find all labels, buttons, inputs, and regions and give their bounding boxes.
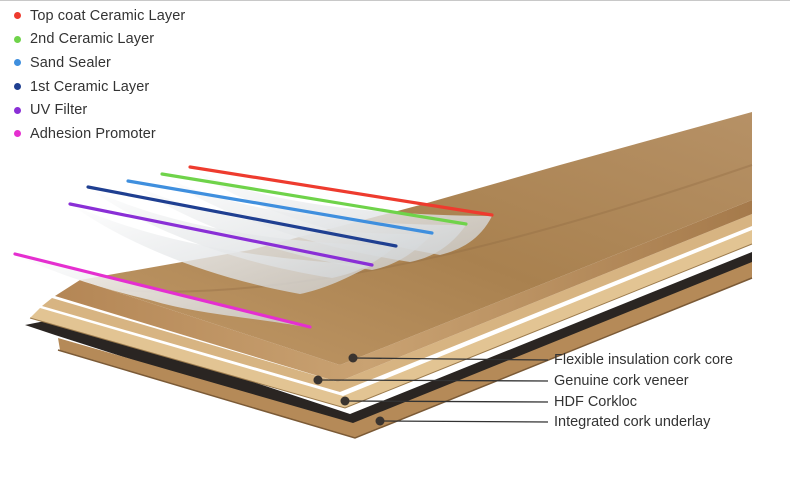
layer-hdf-edge xyxy=(29,243,753,409)
layer-legend: Top coat Ceramic Layer 2nd Ceramic Layer… xyxy=(14,4,185,146)
layer-line-1st-ceramic xyxy=(86,185,398,248)
legend-item: Top coat Ceramic Layer xyxy=(14,4,185,28)
legend-marker-top-coat xyxy=(14,12,21,20)
legend-marker-uv-filter xyxy=(14,106,21,114)
legend-item: UV Filter xyxy=(14,98,185,122)
callout-leader-core xyxy=(352,357,549,361)
layer-line-uv-filter xyxy=(68,202,374,267)
callout-label-veneer: Genuine cork veneer xyxy=(554,373,689,389)
legend-label: 2nd Ceramic Layer xyxy=(30,31,155,48)
legend-label: 1st Ceramic Layer xyxy=(30,78,150,95)
legend-label: Sand Sealer xyxy=(30,54,111,71)
layer-underlay xyxy=(58,262,752,438)
callout-leader-hdf xyxy=(344,400,549,403)
legend-item: 1st Ceramic Layer xyxy=(14,75,185,99)
layer-line-2nd-ceramic xyxy=(160,172,468,226)
legend-label: Adhesion Promoter xyxy=(30,125,156,142)
layer-hdf xyxy=(30,230,752,408)
layer-underlay-edge xyxy=(57,277,753,439)
layer-veneer xyxy=(42,214,752,392)
legend-item: Sand Sealer xyxy=(14,51,185,75)
callout-label-underlay: Integrated cork underlay xyxy=(554,414,711,430)
callout-dot-hdf xyxy=(340,396,350,406)
legend-marker-2nd-ceramic xyxy=(14,35,21,43)
top-border xyxy=(0,0,790,1)
legend-label: UV Filter xyxy=(30,102,88,119)
callout-label-core: Flexible insulation cork core xyxy=(554,352,733,368)
plank-top-grain xyxy=(119,164,753,293)
callout-dot-underlay xyxy=(375,416,385,426)
legend-item: Adhesion Promoter xyxy=(14,122,185,146)
callout-leader-veneer xyxy=(317,379,549,382)
legend-marker-adhesion-promoter xyxy=(14,130,21,138)
layer-core xyxy=(55,200,752,382)
layer-line-top-coat xyxy=(188,165,494,217)
layer-line-sand-sealer xyxy=(126,179,434,235)
callout-dot-veneer xyxy=(313,375,323,385)
callout-label-hdf: HDF Corkloc xyxy=(554,394,637,410)
legend-marker-sand-sealer xyxy=(14,59,21,67)
layer-line-adhesion-promoter xyxy=(13,252,312,329)
legend-item: 2nd Ceramic Layer xyxy=(14,28,185,52)
callout-leader-underlay xyxy=(379,420,549,423)
legend-marker-1st-ceramic xyxy=(14,83,21,91)
legend-label: Top coat Ceramic Layer xyxy=(30,7,186,24)
callout-dot-core xyxy=(348,353,358,363)
